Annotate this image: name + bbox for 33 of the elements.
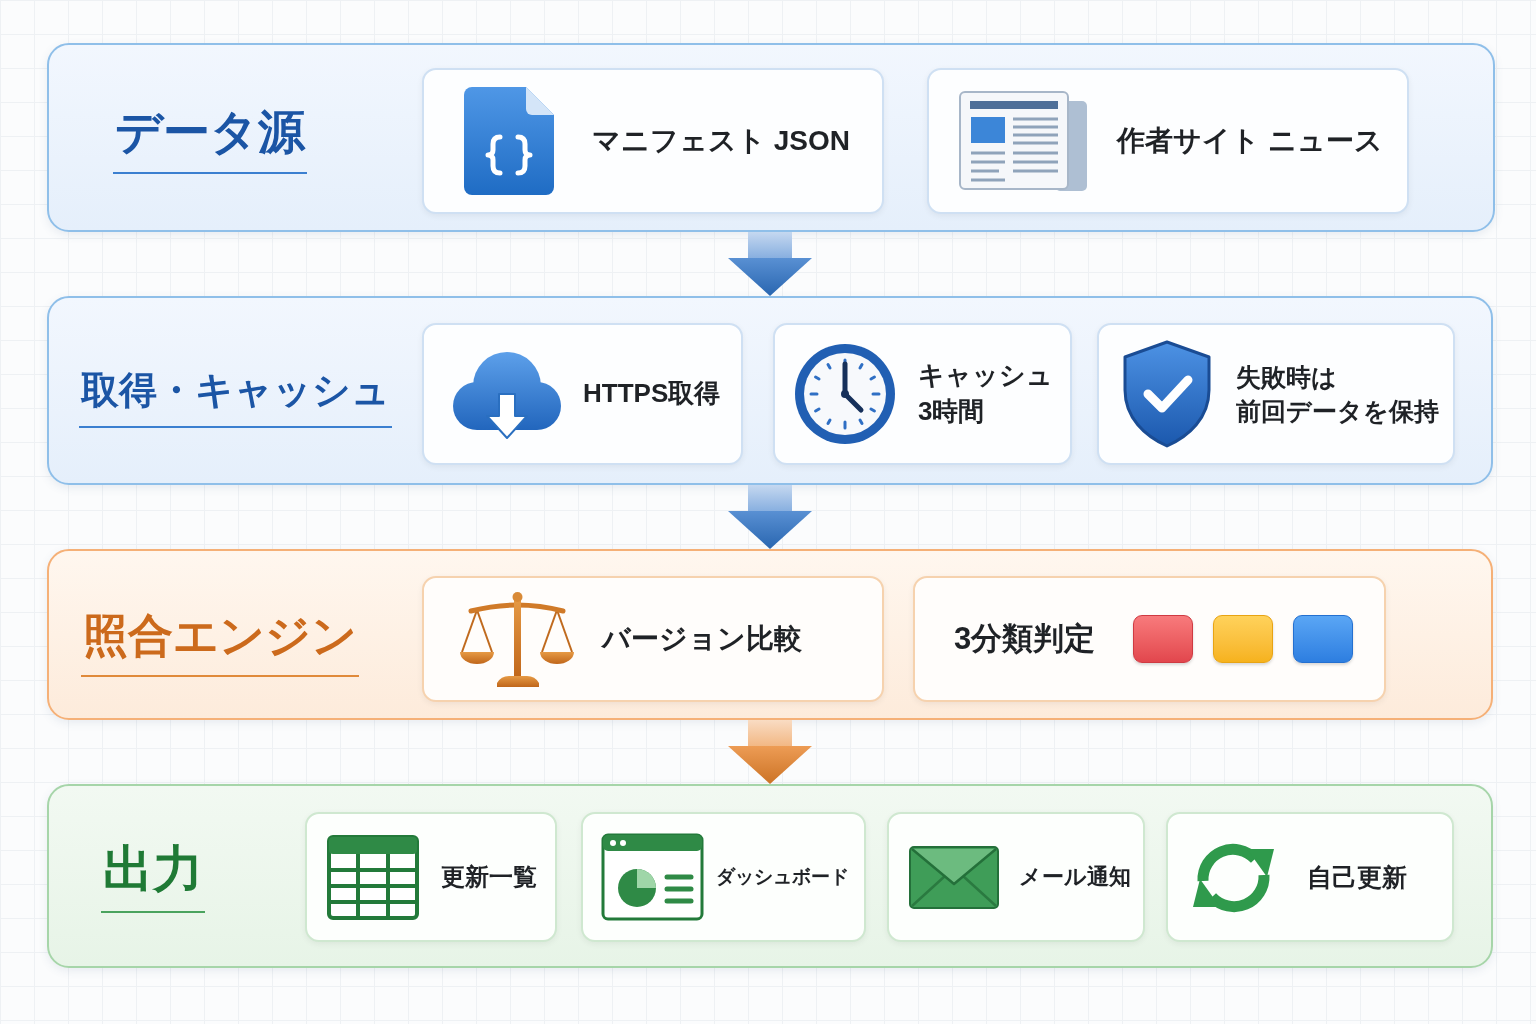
- step-card: [913, 576, 1386, 702]
- step-card: [305, 812, 557, 942]
- flow-arrow: [728, 232, 812, 296]
- step-label: 更新一覧: [441, 862, 537, 893]
- stage-heading: 照合エンジン: [81, 609, 359, 677]
- step-label: 作者サイト ニュース: [1117, 123, 1383, 158]
- step-label: 失敗時は前回データを保持: [1236, 361, 1439, 427]
- step-label: バージョン比較: [602, 621, 802, 656]
- stage-panel: [47, 43, 1495, 232]
- stage-panel: [47, 549, 1493, 720]
- flow-arrow: [728, 720, 812, 784]
- step-card: [1166, 812, 1454, 942]
- stage-heading: データ源: [113, 103, 307, 174]
- step-label: HTTPS取得: [583, 377, 721, 411]
- step-card: [422, 323, 743, 465]
- stage-heading: 出力: [101, 839, 205, 913]
- step-card: [1097, 323, 1455, 465]
- step-card: [773, 323, 1072, 465]
- stage-panel: [47, 296, 1493, 485]
- step-label: ダッシュボード: [716, 864, 849, 889]
- step-card: [422, 68, 884, 214]
- stage-heading: 取得・キャッシュ: [79, 368, 392, 428]
- stage-panel: [47, 784, 1493, 968]
- step-label: マニフェスト JSON: [592, 123, 851, 158]
- step-card: [581, 812, 866, 942]
- step-card: [927, 68, 1409, 214]
- step-label: 3分類判定: [954, 619, 1096, 658]
- step-label: メール通知: [1019, 862, 1131, 891]
- step-card: [887, 812, 1145, 942]
- step-card: [422, 576, 884, 702]
- step-label: 自己更新: [1307, 861, 1407, 893]
- flow-arrow: [728, 485, 812, 549]
- step-label: キャッシュ3時間: [918, 359, 1053, 428]
